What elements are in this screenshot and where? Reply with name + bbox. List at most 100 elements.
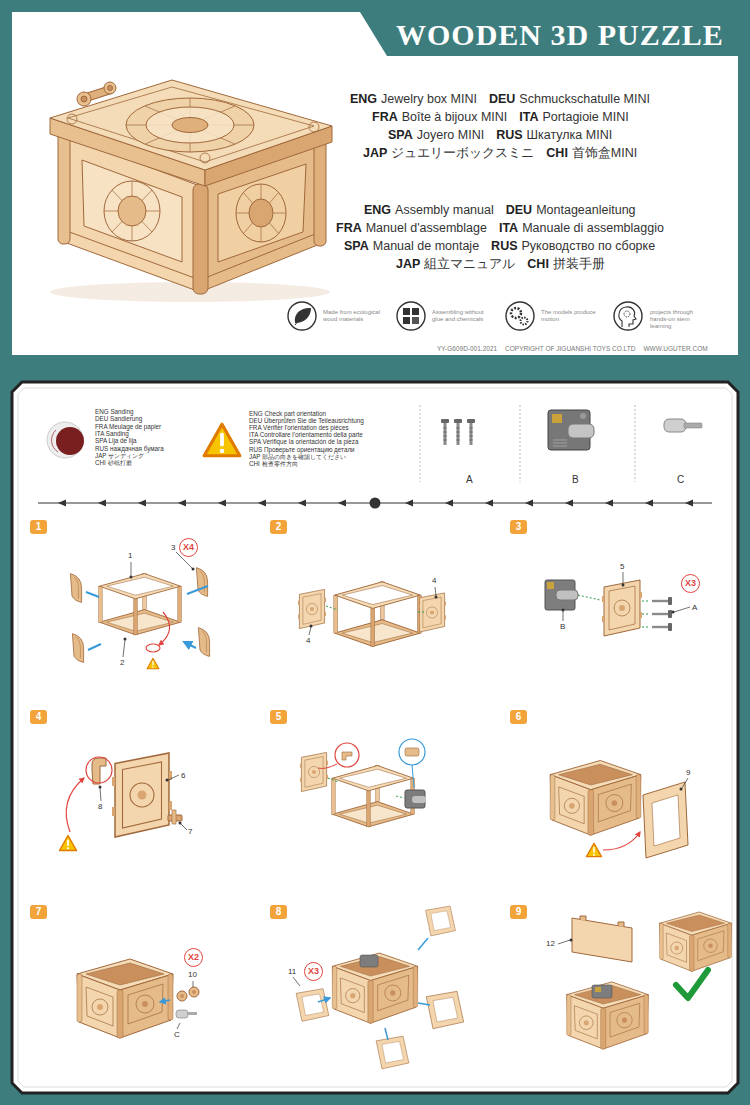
step-3-illustration (672, 611, 675, 614)
callout-number: 10 (188, 970, 197, 980)
sanding-text: CHI 砂纸打磨 (95, 459, 132, 466)
screws-part-a (444, 423, 447, 445)
feature-icons (624, 311, 630, 317)
language-code: SPA (388, 128, 413, 142)
callout-number: 11 (288, 967, 296, 977)
orientation-warning-symbol (204, 424, 240, 456)
step-8-illustration (293, 906, 464, 1069)
step-number: 7 (36, 906, 42, 918)
step-number: 1 (36, 521, 42, 533)
divider-timeline (38, 498, 712, 509)
step-4-illustration (112, 753, 172, 837)
step-badge: 2 (270, 520, 287, 534)
feature-icons (288, 302, 642, 330)
product-name: Joyero MINI (417, 128, 484, 142)
jewelry-box-illustration (68, 87, 314, 162)
language-code: FRA (336, 221, 362, 235)
language-code: DEU (489, 92, 515, 106)
footer-text: WWW.UGUTER.COM (643, 345, 707, 353)
language-line: JAPジュエリーボックスミニCHI首饰盒MINI (363, 143, 649, 161)
feature-icons (412, 308, 419, 315)
winding-key-part-c (684, 423, 702, 428)
feature-icons (506, 302, 534, 330)
step-1-illustration (198, 628, 209, 657)
divider-timeline (685, 500, 693, 507)
step-4-illustration (99, 786, 102, 789)
feature-icons (403, 308, 410, 315)
product-name: Montageanleitung (536, 203, 635, 217)
step-8-illustration (376, 1036, 409, 1069)
music-movement-part-b (568, 424, 594, 438)
sanding-symbol (47, 422, 83, 458)
step-badge: 4 (30, 710, 47, 724)
jewelry-box-illustration (126, 98, 254, 152)
step-3-illustration (652, 626, 668, 628)
step-3-illustration (578, 595, 650, 627)
divider-lines (520, 405, 521, 482)
callout-number: 6 (181, 771, 185, 781)
product-name: Schmuckschatulle MINI (519, 92, 650, 106)
divider-lines (420, 405, 421, 482)
step-4-illustration (60, 836, 77, 851)
product-name: Assembly manual (395, 203, 494, 217)
step-7-illustration (192, 990, 196, 994)
screws-part-a (443, 428, 473, 440)
top-panel (360, 12, 738, 56)
step-3-illustration (547, 582, 554, 589)
step-5-illustration (405, 748, 419, 756)
jewelry-box-illustration (236, 184, 286, 242)
sanding-text: DEU Sandierung (95, 415, 142, 422)
top-panel (12, 12, 738, 355)
sanding-symbol (47, 422, 84, 458)
divider-timeline (370, 498, 381, 509)
step-5-illustration (412, 796, 426, 803)
product-name: Portagioie MINI (543, 110, 629, 124)
orientation-text: DEU Überprüfen Sie die Teileausrichtung (249, 417, 364, 424)
sanding-text: SPA Lija de lija (95, 437, 137, 444)
step-1-illustration (192, 568, 195, 571)
orientation-text: ENG Check part orientation (249, 410, 326, 417)
product-name: Manuel d'assemblage (366, 221, 487, 235)
product-name: Boîte à bijoux MINI (402, 110, 508, 124)
step-7-illustration (160, 1000, 170, 1002)
divider-timeline (298, 500, 306, 507)
divider-timeline (445, 500, 453, 507)
step-9-illustration (580, 916, 624, 927)
language-line: JAP組立マニュアルCHI拼装手册 (396, 254, 617, 272)
screws-part-a (457, 423, 460, 445)
feature-icons (412, 317, 419, 324)
sanding-text: ENG Sanding (95, 408, 134, 415)
step-2-illustration (298, 582, 446, 647)
jewelry-box-illustration (104, 82, 116, 94)
divider-timeline (178, 500, 186, 507)
callout-number: 5 (620, 562, 624, 572)
jewelry-box-illustration (50, 80, 332, 302)
step-3-illustration (652, 613, 668, 615)
step-3-illustration (556, 590, 578, 600)
step-badge: 7 (30, 905, 47, 919)
step-2-illustration (435, 596, 438, 599)
quantity-circle: X3 (681, 574, 700, 593)
callout-number: C (174, 1030, 180, 1040)
step-9-illustration (592, 985, 612, 998)
jewelry-box-illustration (104, 181, 160, 241)
language-code: JAP (396, 257, 420, 271)
language-line: ENGAssembly manualDEUMontageanleitung (364, 200, 648, 218)
step-6-illustration (652, 795, 680, 846)
language-line: SPAJoyero MINIRUSШкатулка MINI (388, 125, 624, 143)
footer-text: COPYRIGHT OF JIGUANSHI TOYS CO.LTD (505, 345, 635, 353)
step-number: 2 (276, 521, 282, 533)
step-9-illustration (567, 982, 649, 1049)
jewelry-box-illustration (126, 98, 254, 152)
feature-icons (397, 302, 425, 330)
step-9-illustration (558, 912, 732, 1049)
step-9-illustration (660, 912, 732, 971)
step-number: 6 (516, 711, 522, 723)
winding-key-part-c (664, 419, 702, 432)
part-letter: A (466, 474, 473, 486)
jewelry-box-illustration (104, 181, 160, 241)
step-1-illustration (124, 638, 127, 641)
step-4-illustration (179, 822, 182, 825)
sanding-text: FRA Meulage de papier (95, 423, 161, 430)
jewelry-box-illustration (82, 160, 182, 262)
